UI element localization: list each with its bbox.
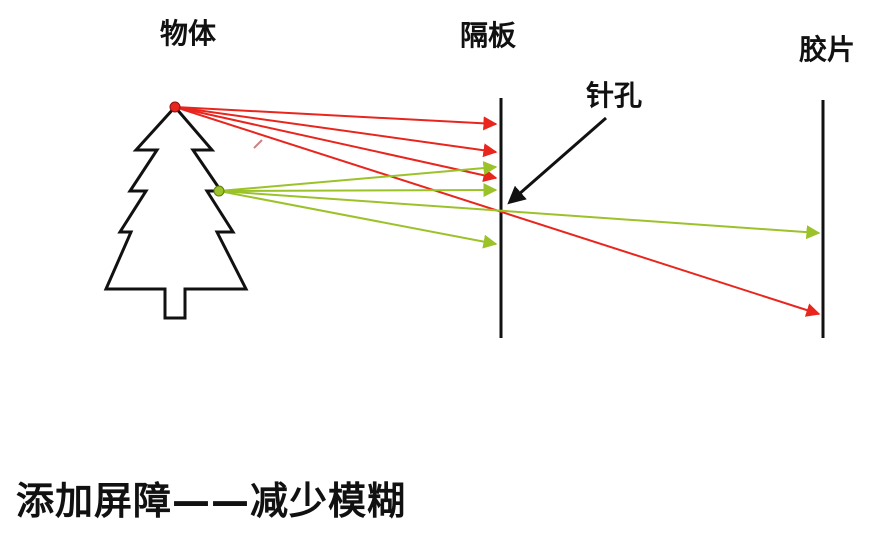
red-ray-1 [174, 106, 498, 131]
cursor-mark [253, 139, 263, 149]
barrier-label: 隔板 [460, 19, 517, 52]
red-ray-2 [174, 106, 498, 158]
pinhole-pointer-arrow [507, 116, 607, 205]
tree-outline [103, 104, 249, 320]
green-ray-2 [218, 183, 498, 198]
green-ray-3 [218, 190, 498, 249]
red-ray-3 [174, 106, 498, 183]
green-source-point [213, 185, 225, 197]
green-ray-1 [218, 161, 498, 192]
film-label: 胶片 [799, 33, 856, 66]
green-ray-through-pinhole [218, 190, 821, 240]
caption: 添加屏障——减少模糊 [16, 479, 407, 523]
red-source-point [169, 101, 181, 113]
pinhole-label: 针孔 [586, 79, 643, 112]
object-label: 物体 [160, 17, 217, 50]
